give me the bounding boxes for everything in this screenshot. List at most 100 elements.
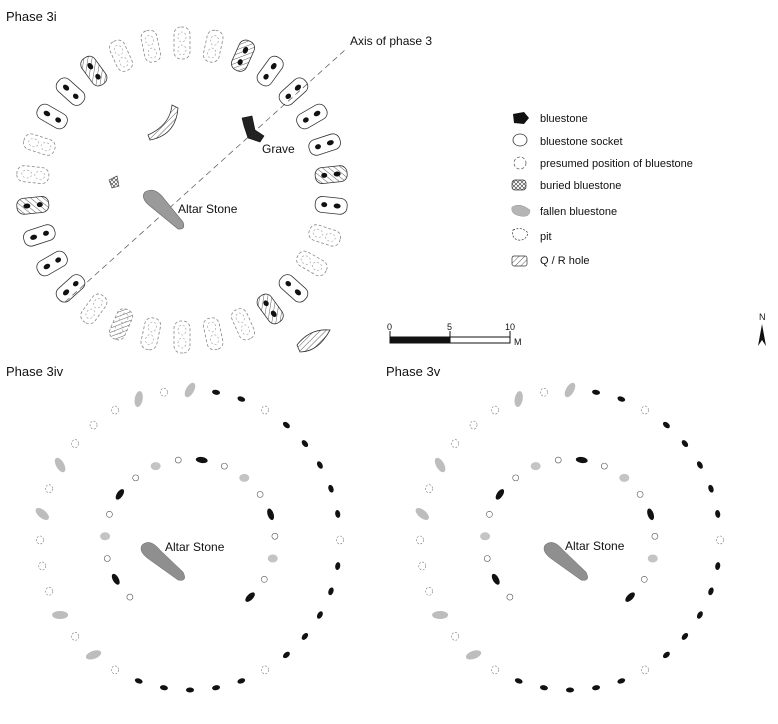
presumed-position (114, 45, 124, 56)
bluestone-socket (336, 535, 344, 545)
ring-hole-pair (278, 274, 309, 303)
presumed-position (177, 337, 187, 349)
bluestone-socket (260, 575, 268, 583)
ring-hole-pair (231, 308, 255, 341)
q-r-hole (80, 55, 108, 87)
bluestone-mark (72, 93, 79, 100)
legend-buried-swatch (511, 179, 527, 191)
bluestone (566, 687, 574, 693)
bluestone (514, 678, 523, 684)
presumed-position (85, 308, 95, 319)
altar-stone-label-3iv: Altar Stone (165, 540, 225, 554)
fallen-bluestone (100, 532, 111, 541)
bluestone-socket (451, 632, 459, 641)
bluestone-socket (71, 439, 79, 448)
bluestone-socket (512, 474, 519, 482)
bluestone (592, 389, 601, 395)
bluestone-mark (30, 234, 38, 240)
presumed-position (28, 138, 39, 148)
bluestone (617, 678, 626, 684)
ring-hole-pair (23, 224, 56, 247)
q-r-hole (314, 165, 348, 184)
legend-fallen-label: fallen bluestone (540, 206, 617, 218)
presumed-position (207, 321, 217, 333)
bluestone-mark (313, 110, 321, 117)
bluestone-socket (491, 665, 499, 675)
fallen-bluestone (564, 382, 576, 398)
bluestone-mark (87, 63, 94, 70)
ring-hole-pair (109, 39, 133, 72)
fallen-bluestone (52, 611, 69, 619)
ring-hole-pair (314, 165, 348, 184)
ring-hole-pair (55, 274, 86, 303)
presumed-position (235, 312, 245, 324)
axis-label: Axis of phase 3 (350, 34, 432, 48)
presumed-position (300, 255, 311, 265)
bluestone-socket (111, 665, 119, 675)
bluestone-socket (261, 405, 269, 415)
phase-3i-ring (16, 26, 348, 354)
q-r-hole (109, 39, 133, 72)
bluestone-mark (333, 203, 341, 209)
bluestone (282, 421, 290, 429)
bluestone-mark (237, 59, 243, 66)
fallen-bluestone (434, 457, 446, 473)
bluestone (681, 440, 689, 448)
legend: bluestone bluestone socket presumed posi… (511, 112, 693, 267)
fallen-bluestone (415, 507, 429, 520)
bluestone (328, 587, 334, 596)
bluestone (715, 509, 721, 518)
scale-segment-5-10 (449, 336, 511, 344)
scale-segment-0-5 (390, 337, 450, 343)
legend-pit-swatch (512, 228, 529, 241)
fallen-bluestone (647, 554, 658, 563)
bluestone-mark (285, 280, 292, 287)
fallen-bluestone (530, 462, 541, 471)
bluestone (625, 592, 635, 602)
legend-fallen-swatch (511, 204, 531, 217)
ring-hole-pair (314, 196, 348, 215)
q-r-hole (308, 133, 341, 156)
buried-bluestone-small (108, 175, 120, 189)
bluestone-mark (43, 110, 51, 117)
phase-3i-panel: Phase 3i Axis of phase 3 Grave Altar Sto… (6, 9, 432, 354)
ring-hole-pair (36, 103, 68, 130)
ring-hole-pair (296, 250, 328, 277)
grave-label: Grave (262, 142, 295, 156)
bluestone-mark (242, 46, 249, 54)
grave (241, 115, 265, 143)
bluestone-socket (540, 387, 548, 397)
bluestone-socket (103, 555, 111, 562)
fallen-bluestone (480, 532, 491, 541)
fallen-bluestone (465, 650, 482, 660)
bluestone-mark (294, 84, 302, 91)
presumed-position (325, 232, 336, 242)
bluestone-mark (285, 93, 292, 100)
ring-hole-pair (296, 103, 328, 130)
fallen-bluestone (619, 473, 630, 482)
north-arrow: N (758, 312, 766, 346)
bluestone-mark (43, 263, 51, 270)
bluestone-socket (641, 405, 649, 415)
bluestone-mark (62, 84, 70, 91)
legend-pit-label: pit (540, 231, 552, 243)
bluestone-socket (641, 665, 649, 675)
bluestone-socket (261, 665, 269, 675)
bluestone (708, 587, 714, 596)
bluestone-mark (43, 230, 49, 236)
bluestone-socket (451, 439, 459, 448)
bluestone-socket (36, 535, 44, 545)
q-r-hole (55, 274, 86, 303)
bluestone-mark (326, 140, 334, 146)
q-r-hole (308, 224, 341, 247)
bluestone-mark (270, 310, 277, 317)
bluestone (186, 687, 194, 693)
fallen-bluestone (267, 554, 278, 563)
q-r-hole (231, 308, 255, 341)
legend-qr-swatch (511, 255, 528, 267)
bluestone (335, 509, 341, 518)
bluestone-socket (469, 420, 478, 430)
bluestone-mark (294, 289, 302, 296)
bluestone-socket (418, 561, 427, 571)
bluestone-mark (36, 202, 43, 208)
